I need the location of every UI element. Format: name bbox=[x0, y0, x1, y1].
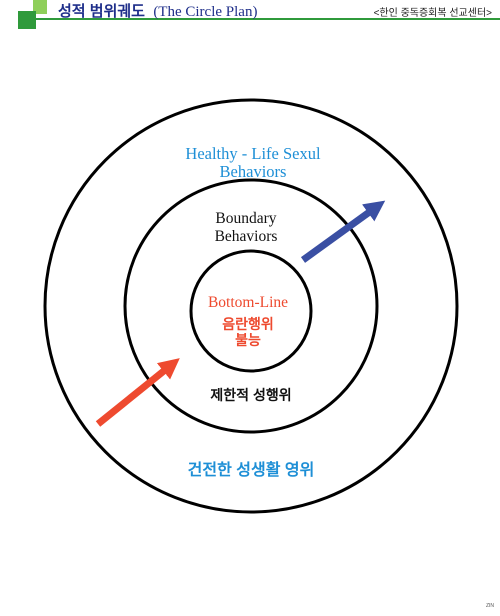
outer-circle bbox=[43, 98, 459, 514]
page-title: 성적 범위궤도 (The Circle Plan) bbox=[58, 0, 257, 21]
organization-label: <한인 중독증회복 선교센터> bbox=[373, 8, 492, 19]
middle-circle bbox=[123, 178, 379, 434]
logo-square-dark bbox=[18, 11, 36, 29]
header-divider bbox=[36, 18, 500, 20]
arrow-outward-blue bbox=[300, 200, 386, 263]
logo-square-light bbox=[33, 0, 47, 14]
arrow-outward-red bbox=[95, 358, 180, 427]
title-english: (The Circle Plan) bbox=[153, 4, 258, 20]
middle-ring-label-en: Boundary Behaviors bbox=[214, 210, 278, 245]
outer-ring-label-ko: 건전한 성생활 영위 bbox=[187, 462, 315, 479]
inner-circle-label-en: Bottom-Line bbox=[207, 294, 289, 311]
outer-ring-label-en: Healthy - Life Sexul Behaviors bbox=[185, 144, 321, 181]
inner-circle bbox=[189, 249, 313, 373]
footer-mark: ZIN bbox=[485, 603, 494, 609]
page-header: 성적 범위궤도 (The Circle Plan) <한인 중독증회복 선교센터… bbox=[0, 0, 500, 40]
inner-circle-label-ko: 음란행위 불능 bbox=[222, 316, 274, 348]
title-korean: 성적 범위궤도 bbox=[58, 3, 145, 20]
middle-ring-label-ko: 제한적 성행위 bbox=[210, 387, 292, 403]
